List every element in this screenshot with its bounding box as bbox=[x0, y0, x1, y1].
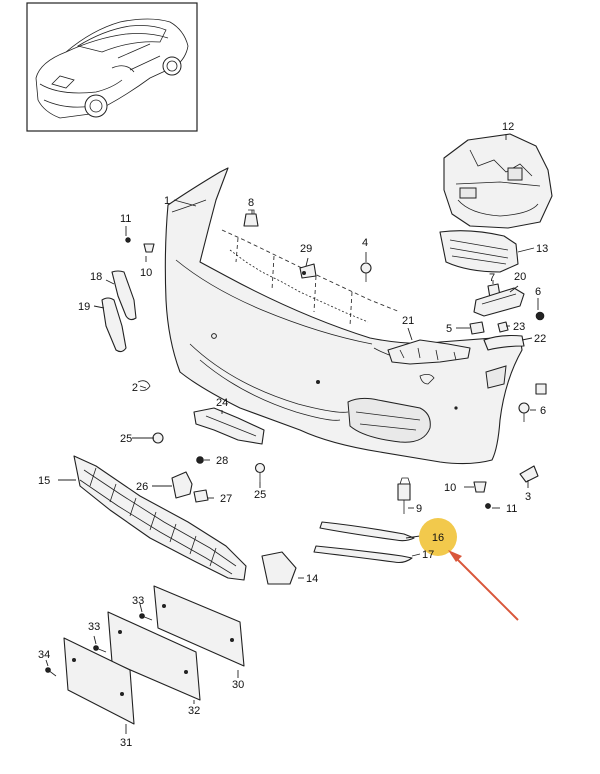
callout-33-lower[interactable]: 33 bbox=[88, 621, 100, 633]
callout-22[interactable]: 22 bbox=[534, 333, 546, 345]
callout-34[interactable]: 34 bbox=[38, 649, 50, 661]
clip-7-lower bbox=[535, 383, 547, 395]
fastener-11-right bbox=[485, 503, 491, 509]
callout-10-left[interactable]: 10 bbox=[140, 267, 152, 279]
callout-1[interactable]: 1 bbox=[164, 195, 170, 207]
callout-3[interactable]: 3 bbox=[525, 491, 531, 503]
side-strip-18 bbox=[111, 270, 137, 321]
callout-9[interactable]: 9 bbox=[416, 503, 422, 515]
bolt-4 bbox=[360, 262, 372, 282]
callout-31[interactable]: 31 bbox=[120, 737, 132, 749]
callout-26[interactable]: 26 bbox=[136, 481, 148, 493]
bracket-assembly-12 bbox=[443, 133, 553, 229]
clip-10-right bbox=[473, 481, 487, 493]
cover-3 bbox=[519, 465, 539, 483]
intake-cover-13 bbox=[439, 230, 519, 273]
leader-lines bbox=[45, 134, 539, 734]
screw-33-upper bbox=[139, 613, 153, 621]
callout-7[interactable]: 7 bbox=[489, 272, 495, 284]
pointer-arrow bbox=[448, 550, 519, 621]
callout-10-right[interactable]: 10 bbox=[444, 482, 456, 494]
callout-25-center[interactable]: 25 bbox=[254, 489, 266, 501]
bracket-20 bbox=[473, 287, 525, 317]
bolt-6-upper bbox=[535, 311, 545, 321]
nut-23 bbox=[497, 321, 509, 333]
trim-strip-16 bbox=[319, 521, 415, 542]
callout-12[interactable]: 12 bbox=[502, 121, 514, 133]
callout-6-lower[interactable]: 6 bbox=[540, 405, 546, 417]
callout-32[interactable]: 32 bbox=[188, 705, 200, 717]
callout-21[interactable]: 21 bbox=[402, 315, 414, 327]
screw-34 bbox=[45, 667, 57, 677]
callout-13[interactable]: 13 bbox=[536, 243, 548, 255]
callout-4[interactable]: 4 bbox=[362, 237, 368, 249]
clip-2 bbox=[137, 380, 151, 391]
plate-31 bbox=[63, 637, 135, 725]
callout-17[interactable]: 17 bbox=[422, 549, 434, 561]
callout-18[interactable]: 18 bbox=[90, 271, 102, 283]
screw-5 bbox=[469, 321, 485, 335]
clip-27 bbox=[193, 489, 209, 503]
callout-23[interactable]: 23 bbox=[513, 321, 525, 333]
callout-30[interactable]: 30 bbox=[232, 679, 244, 691]
bolt-6-lower bbox=[518, 402, 530, 422]
fastener-11-left bbox=[125, 237, 131, 243]
highlight-marker bbox=[419, 518, 457, 556]
callout-11-right[interactable]: 11 bbox=[506, 503, 517, 515]
callout-2[interactable]: 2 bbox=[132, 382, 138, 394]
callout-28[interactable]: 28 bbox=[216, 455, 228, 467]
bracket-26 bbox=[171, 471, 193, 499]
plate-32 bbox=[107, 611, 201, 701]
callout-labels: 1 2 3 4 5 6 6 7 8 9 10 10 11 11 12 13 14… bbox=[38, 121, 548, 749]
callout-16[interactable]: 16 bbox=[432, 532, 444, 544]
trim-strip-17 bbox=[313, 545, 413, 564]
callout-25-left[interactable]: 25 bbox=[120, 433, 132, 445]
callout-29[interactable]: 29 bbox=[300, 243, 312, 255]
clip-28 bbox=[196, 456, 204, 464]
callout-15[interactable]: 15 bbox=[38, 475, 50, 487]
bolt-25-left bbox=[152, 432, 164, 444]
bracket-21 bbox=[387, 339, 471, 365]
bolt-25-center bbox=[254, 462, 266, 482]
clip-29 bbox=[299, 263, 317, 279]
callout-19[interactable]: 19 bbox=[78, 301, 90, 313]
callout-27[interactable]: 27 bbox=[220, 493, 232, 505]
clip-10-left bbox=[143, 243, 155, 253]
trim-22 bbox=[483, 334, 525, 351]
screw-33-lower bbox=[93, 645, 107, 653]
callout-24[interactable]: 24 bbox=[216, 397, 228, 409]
lower-grille-15 bbox=[73, 455, 247, 581]
callout-5[interactable]: 5 bbox=[446, 323, 452, 335]
sensor-9 bbox=[397, 477, 411, 514]
vehicle-thumbnail bbox=[26, 2, 198, 132]
callout-6-upper[interactable]: 6 bbox=[535, 286, 541, 298]
clip-8 bbox=[243, 209, 259, 227]
plate-30 bbox=[153, 585, 245, 667]
callout-14[interactable]: 14 bbox=[306, 573, 318, 585]
cover-14 bbox=[261, 551, 297, 585]
callout-8[interactable]: 8 bbox=[248, 197, 254, 209]
callout-20[interactable]: 20 bbox=[514, 271, 526, 283]
side-strip-19 bbox=[101, 297, 127, 353]
callout-33-upper[interactable]: 33 bbox=[132, 595, 144, 607]
callout-11-left[interactable]: 11 bbox=[120, 213, 131, 225]
